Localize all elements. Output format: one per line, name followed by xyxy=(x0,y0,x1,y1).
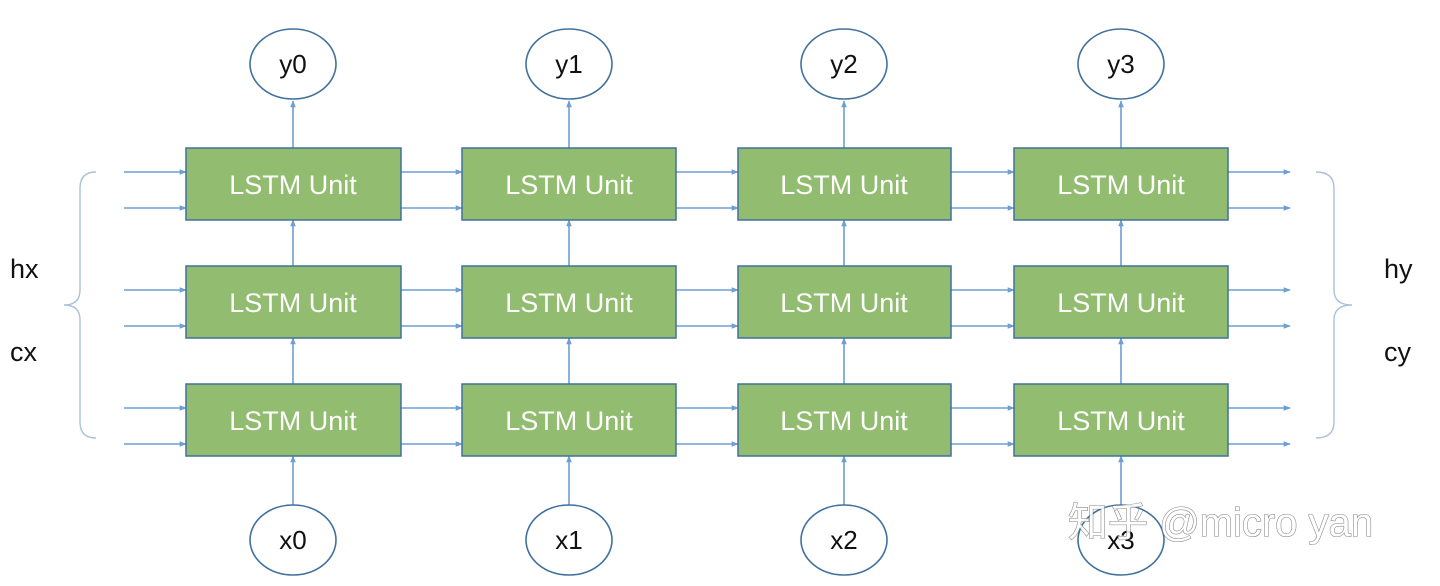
lstm-unit-box xyxy=(737,383,952,457)
input-node: x3 xyxy=(1077,504,1165,576)
input-node: x1 xyxy=(525,504,613,576)
right-brace xyxy=(1315,171,1353,439)
output-node-label: y2 xyxy=(830,49,857,79)
input-node: x2 xyxy=(800,504,888,576)
lstm-unit-box xyxy=(1013,265,1229,339)
output-node-label: y1 xyxy=(555,49,582,79)
lstm-unit: LSTM Unit xyxy=(1013,147,1229,221)
lstm-unit: LSTM Unit xyxy=(461,147,677,221)
input-node-circle xyxy=(249,504,337,576)
lstm-unit-box xyxy=(461,265,677,339)
input-node-circle xyxy=(525,504,613,576)
lstm-unit-label: LSTM Unit xyxy=(780,288,908,318)
left-brace xyxy=(63,171,97,439)
lstm-unit-label: LSTM Unit xyxy=(780,170,908,200)
input-node-label: x2 xyxy=(830,525,857,555)
lstm-unit-label: LSTM Unit xyxy=(780,406,908,436)
hx-label: hx xyxy=(10,254,39,284)
lstm-unit-box xyxy=(185,383,402,457)
lstm-unit: LSTM Unit xyxy=(185,383,402,457)
lstm-unit-box xyxy=(737,265,952,339)
lstm-unit-label: LSTM Unit xyxy=(1057,406,1185,436)
lstm-unit: LSTM Unit xyxy=(1013,383,1229,457)
lstm-unit: LSTM Unit xyxy=(185,265,402,339)
input-node-circle xyxy=(1077,504,1165,576)
lstm-unit: LSTM Unit xyxy=(737,265,952,339)
lstm-unit-label: LSTM Unit xyxy=(229,170,357,200)
lstm-unit-box xyxy=(737,147,952,221)
cy-label: cy xyxy=(1384,337,1412,367)
nodes-layer: y0 x0 y1 x1 y2 x2 y3 x3 xyxy=(249,28,1165,576)
output-node-circle xyxy=(800,28,888,100)
input-node-label: x0 xyxy=(279,525,306,555)
output-node-label: y0 xyxy=(279,49,306,79)
input-node-label: x1 xyxy=(555,525,582,555)
cx-label: cx xyxy=(10,337,38,367)
lstm-unit-box xyxy=(461,383,677,457)
input-node-label: x3 xyxy=(1107,525,1134,555)
lstm-unit: LSTM Unit xyxy=(1013,265,1229,339)
lstm-unit-label: LSTM Unit xyxy=(229,406,357,436)
output-node: y3 xyxy=(1077,28,1165,100)
lstm-unit-box xyxy=(1013,383,1229,457)
lstm-unit-label: LSTM Unit xyxy=(505,406,633,436)
arrows-layer xyxy=(124,100,1291,505)
hy-label: hy xyxy=(1384,254,1413,284)
watermark: 知乎 @micro yan xyxy=(1068,501,1373,545)
lstm-unit-box xyxy=(185,147,402,221)
output-node: y1 xyxy=(525,28,613,100)
input-node-circle xyxy=(800,504,888,576)
input-node: x0 xyxy=(249,504,337,576)
lstm-unit-label: LSTM Unit xyxy=(505,288,633,318)
output-node: y0 xyxy=(249,28,337,100)
output-node-circle xyxy=(525,28,613,100)
lstm-unit: LSTM Unit xyxy=(737,147,952,221)
output-node-label: y3 xyxy=(1107,49,1134,79)
lstm-unit-box xyxy=(461,147,677,221)
output-node-circle xyxy=(249,28,337,100)
lstm-unit: LSTM Unit xyxy=(461,383,677,457)
lstm-unit-box xyxy=(1013,147,1229,221)
output-node: y2 xyxy=(800,28,888,100)
output-node-circle xyxy=(1077,28,1165,100)
lstm-unit-box xyxy=(185,265,402,339)
lstm-unit-label: LSTM Unit xyxy=(505,170,633,200)
lstm-unit-label: LSTM Unit xyxy=(229,288,357,318)
lstm-unit: LSTM Unit xyxy=(185,147,402,221)
lstm-unit-label: LSTM Unit xyxy=(1057,288,1185,318)
lstm-unit: LSTM Unit xyxy=(461,265,677,339)
lstm-unit: LSTM Unit xyxy=(737,383,952,457)
lstm-unit-label: LSTM Unit xyxy=(1057,170,1185,200)
